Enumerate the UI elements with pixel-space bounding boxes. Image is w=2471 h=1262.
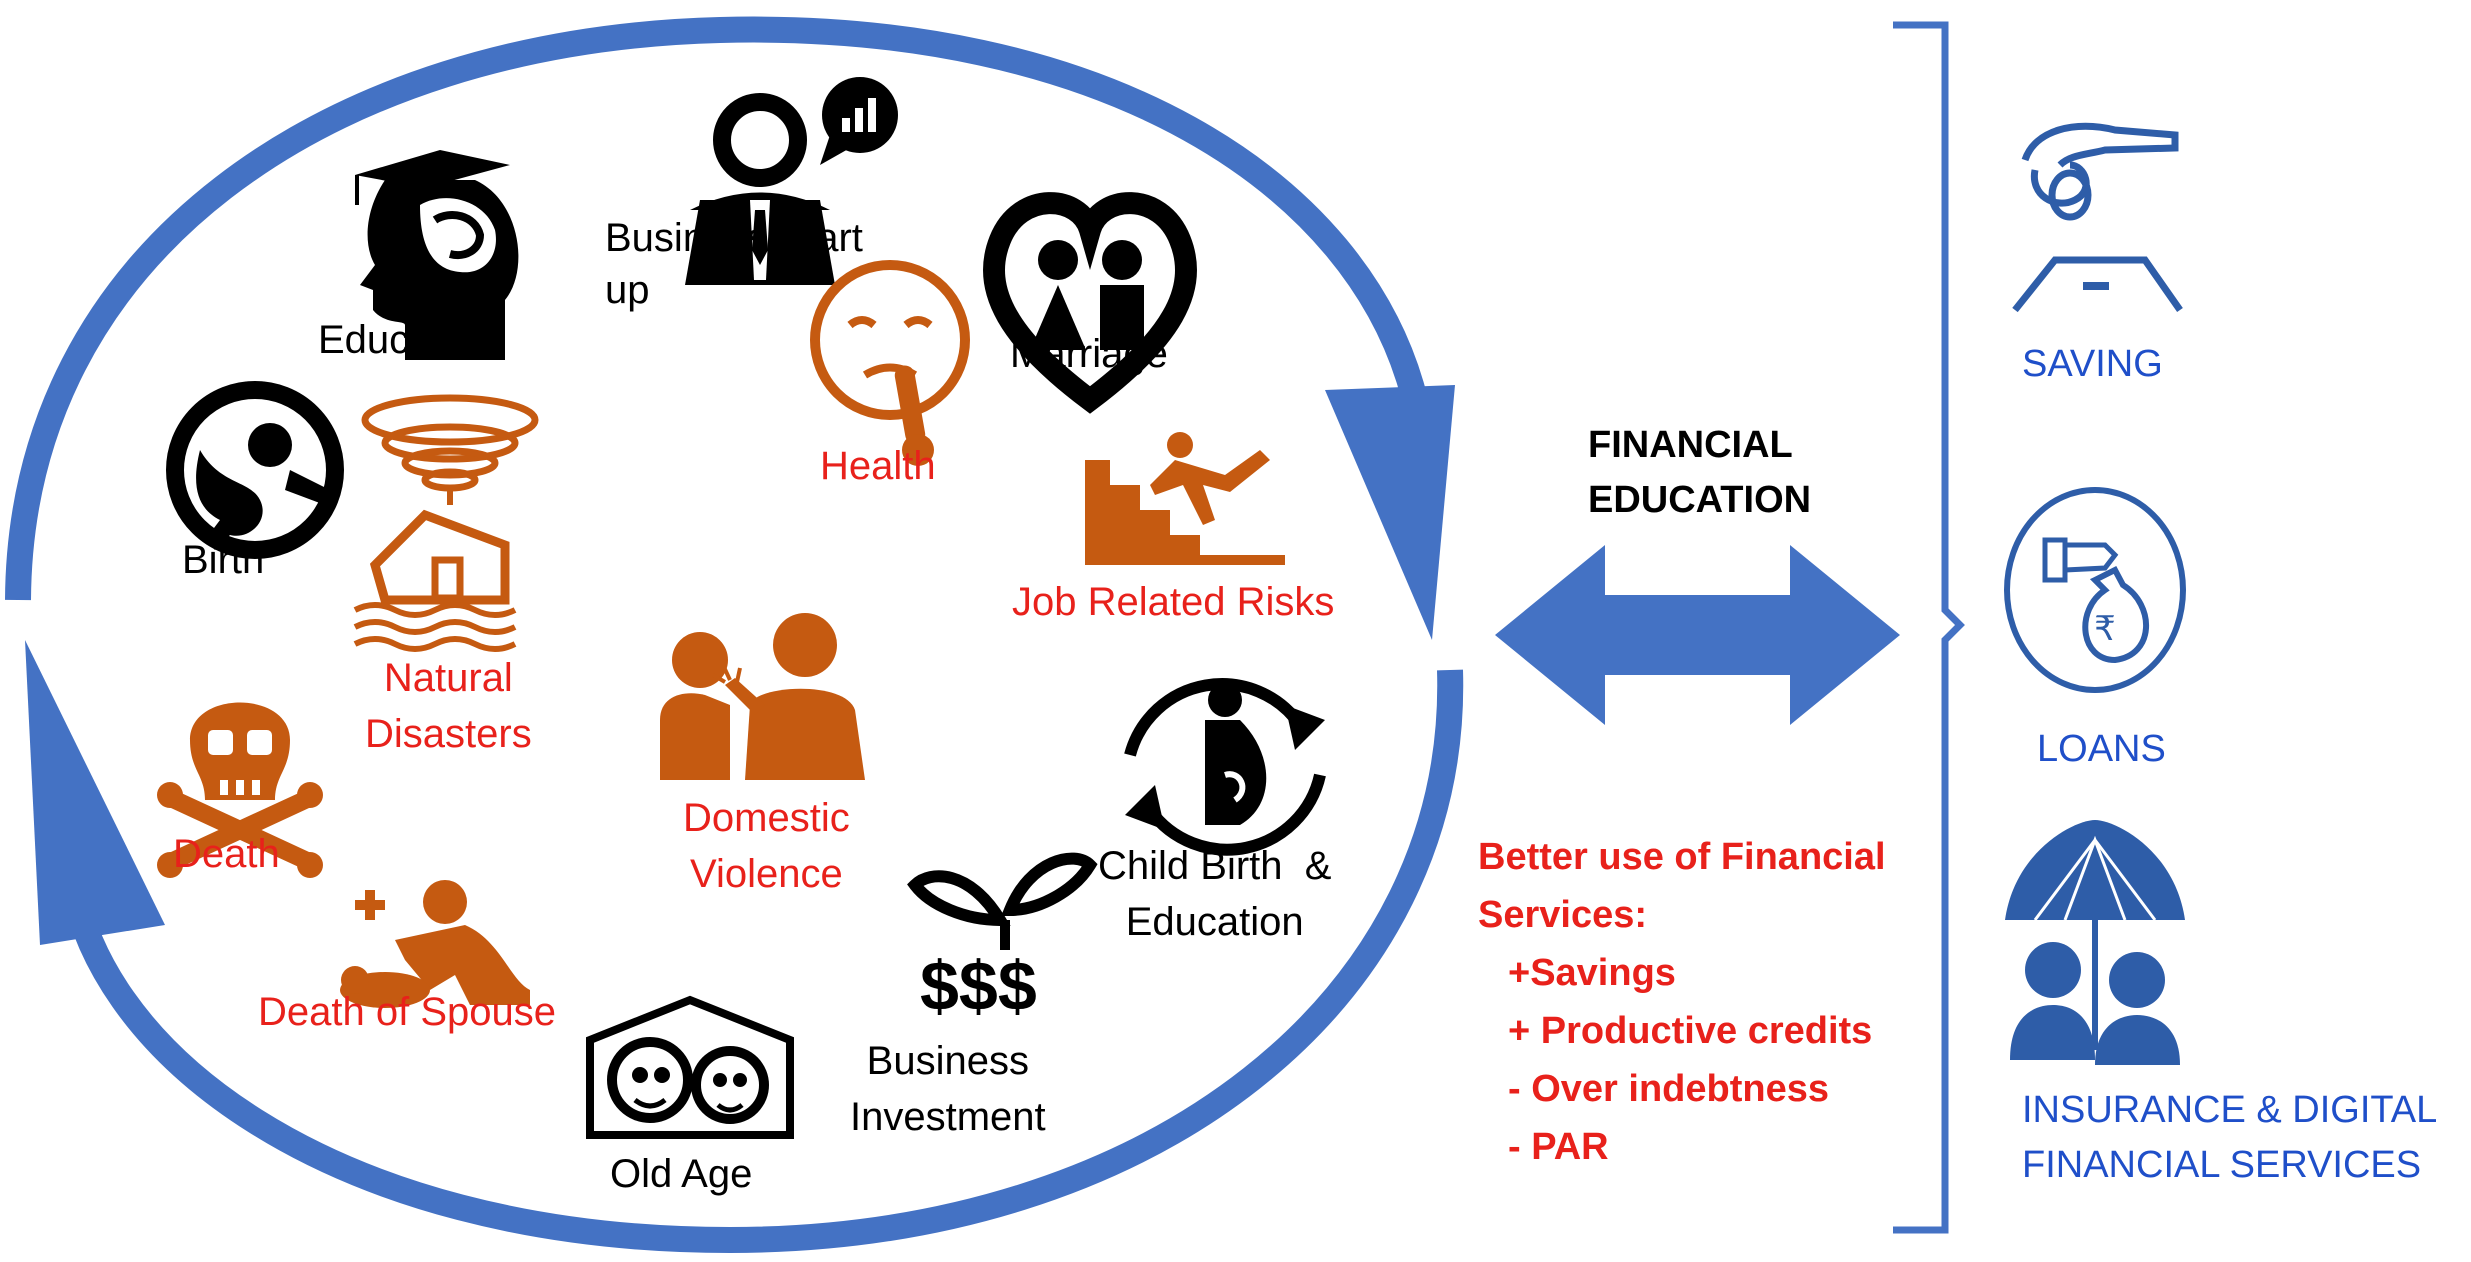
- label-domestic-violence: Domestic Violence: [683, 796, 850, 896]
- label-saving: SAVING: [2022, 343, 2163, 385]
- label-business-start-up: Business Start up: [605, 216, 863, 312]
- label-job-related-risks: Job Related Risks: [1012, 580, 1335, 624]
- pregnancy-cycle-icon: [1124, 678, 1326, 856]
- label-death-of-spouse: Death of Spouse: [258, 990, 556, 1034]
- hand-coin-slot-icon: [2012, 122, 2183, 313]
- label-loans: LOANS: [2037, 728, 2166, 770]
- cycle-arrow-lower-head: [25, 640, 165, 945]
- falling-stairs-icon: [1085, 432, 1285, 565]
- label-health: Health: [820, 444, 936, 488]
- outcome-heading: Better use of Financial Services:: [1478, 836, 1886, 936]
- label-education: Education: [318, 318, 496, 362]
- outcomes-block: Better use of Financial Services: +Savin…: [1478, 828, 1886, 1176]
- graduate-head-icon: [355, 150, 519, 360]
- tornado-flood-house-icon: [353, 394, 539, 652]
- outcome-item: +Savings: [1508, 952, 1676, 994]
- label-child-birth-education: Child Birth & Education: [1098, 844, 1332, 944]
- domestic-violence-icon: [660, 613, 865, 780]
- sick-face-thermometer-icon: [810, 260, 970, 466]
- label-insurance: INSURANCE & DIGITAL FINANCIAL SERVICES: [2022, 1089, 2438, 1187]
- cycle-arrows: [5, 16, 1464, 1254]
- svg-text:₹: ₹: [2094, 609, 2116, 649]
- cycle-arrow-upper-head: [1325, 385, 1455, 640]
- couple-heart-icon: [983, 192, 1197, 414]
- hand-money-bag-rupee-icon: ₹: [2004, 487, 2186, 693]
- baby-birth-icon: [166, 381, 344, 559]
- services-bracket: [1893, 21, 1965, 1234]
- financial-education-title: FINANCIAL EDUCATION: [1588, 424, 1812, 522]
- label-birth: Birth: [182, 538, 265, 582]
- skull-crossbones-icon: [157, 702, 323, 878]
- outcome-item: - Over indebtness: [1508, 1068, 1829, 1110]
- umbrella-family-icon: [2005, 820, 2185, 1065]
- label-death: Death: [173, 832, 280, 876]
- svg-text:$$$: $$$: [920, 947, 1037, 1025]
- label-old-age: Old Age: [610, 1152, 753, 1196]
- cycle-arrow-lower-arc: [57, 669, 1464, 1254]
- outcome-item: - PAR: [1508, 1126, 1609, 1168]
- cycle-arrow-upper-arc: [5, 16, 1428, 601]
- double-arrow: [1495, 545, 1900, 725]
- label-marriage: Marriage: [1010, 332, 1168, 376]
- businessman-chat-icon: [685, 77, 898, 285]
- label-natural-disasters: Natural Disasters: [365, 656, 532, 756]
- money-plant-icon: $$$: [907, 852, 1098, 1025]
- label-business-investment: Business Investment: [850, 1039, 1046, 1139]
- mourning-icon: [340, 880, 530, 1008]
- elderly-couple-icon: [586, 995, 794, 1139]
- outcome-item: + Productive credits: [1508, 1010, 1873, 1052]
